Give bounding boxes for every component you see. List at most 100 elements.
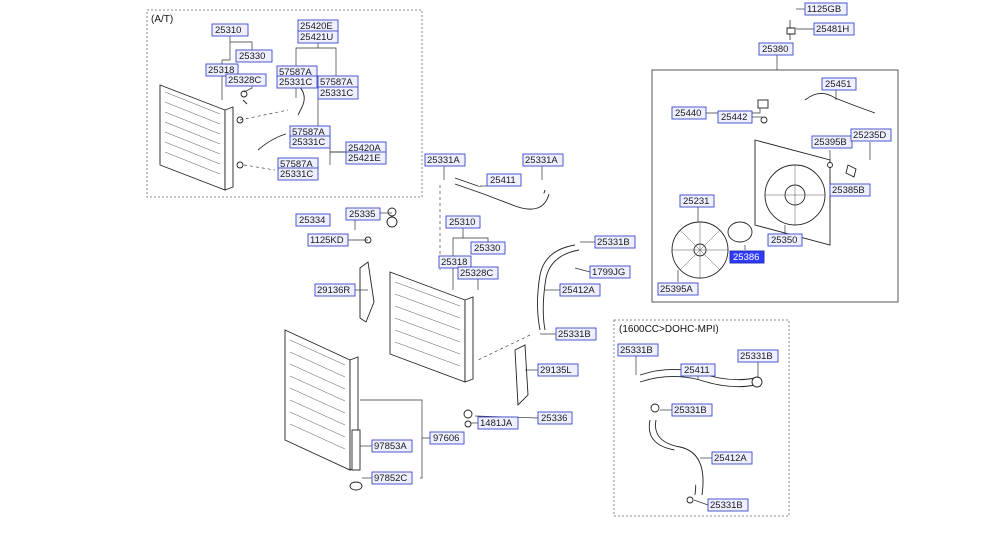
part-label[interactable]: 25350 — [767, 233, 803, 247]
part-label[interactable]: 25331B — [555, 327, 597, 341]
part-label[interactable]: 25411 — [486, 173, 522, 187]
part-label[interactable]: 25331B — [617, 343, 659, 357]
svg-text:25328C: 25328C — [460, 268, 493, 279]
svg-text:25411: 25411 — [684, 365, 710, 376]
svg-text:25331C: 25331C — [320, 88, 353, 99]
svg-text:25412A: 25412A — [714, 453, 747, 464]
part-label[interactable]: 29136R — [314, 283, 356, 297]
part-label[interactable]: 25421E — [345, 151, 387, 165]
svg-text:97606: 97606 — [433, 433, 459, 444]
condenser-drawing — [284, 329, 363, 491]
part-label[interactable]: 97853A — [371, 439, 413, 453]
part-label[interactable]: 25335 — [345, 207, 381, 221]
svg-text:25331B: 25331B — [597, 237, 630, 248]
svg-text:1799JG: 1799JG — [592, 267, 625, 278]
svg-text:57587A: 57587A — [280, 159, 313, 170]
svg-text:25318: 25318 — [441, 257, 467, 268]
part-label[interactable]: 25331C — [276, 75, 318, 89]
svg-text:25395A: 25395A — [660, 284, 693, 295]
part-label[interactable]: 25318 — [438, 255, 472, 269]
part-label[interactable]: 25481H — [813, 22, 855, 36]
svg-text:25231: 25231 — [683, 196, 709, 207]
svg-text:25331C: 25331C — [280, 169, 313, 180]
part-label[interactable]: 25380 — [758, 42, 794, 56]
dohc-frame-title: (1600CC>DOHC-MPI) — [619, 324, 719, 335]
part-label[interactable]: 25395B — [811, 135, 853, 149]
part-label[interactable]: 25442 — [717, 110, 753, 124]
svg-text:25331B: 25331B — [674, 405, 707, 416]
part-label[interactable]: 57587A — [289, 125, 331, 139]
part-label[interactable]: 1481JA — [477, 416, 519, 430]
svg-text:25331C: 25331C — [292, 137, 325, 148]
svg-text:25481H: 25481H — [816, 24, 849, 35]
part-label[interactable]: 25334 — [295, 213, 331, 227]
fan-assembly-frame — [651, 69, 899, 303]
part-label[interactable]: 25440 — [671, 106, 707, 120]
svg-text:25328C: 25328C — [228, 75, 261, 86]
svg-text:25386: 25386 — [733, 252, 759, 263]
part-label[interactable]: 25331A — [522, 153, 564, 167]
part-label[interactable]: 25330 — [470, 241, 506, 255]
svg-text:25335: 25335 — [349, 209, 375, 220]
svg-text:25331A: 25331A — [427, 155, 460, 166]
part-label[interactable]: 25331B — [707, 498, 749, 512]
part-label[interactable]: 25331B — [737, 349, 779, 363]
svg-text:25310: 25310 — [449, 217, 475, 228]
part-label[interactable]: 25331C — [277, 167, 319, 181]
part-label[interactable]: 25420E — [297, 19, 339, 33]
part-label[interactable]: 25336 — [537, 411, 573, 425]
svg-text:25318: 25318 — [208, 65, 234, 76]
part-label[interactable]: 25331B — [594, 235, 636, 249]
part-label[interactable]: 25331B — [671, 403, 713, 417]
svg-text:57587A: 57587A — [320, 77, 353, 88]
part-label[interactable]: 25395A — [657, 282, 699, 296]
part-label[interactable]: 25331A — [424, 153, 466, 167]
part-label[interactable]: 1125KD — [307, 233, 349, 247]
svg-text:29135L: 29135L — [540, 365, 572, 376]
part-label[interactable]: 29135L — [537, 363, 579, 377]
svg-text:1125KD: 1125KD — [310, 235, 344, 246]
part-label[interactable]: 1799JG — [589, 265, 631, 279]
part-label[interactable]: 25412A — [559, 283, 601, 297]
part-label[interactable]: 25328C — [457, 266, 499, 280]
at-radiator-drawing — [159, 84, 305, 191]
part-label[interactable]: 25231 — [679, 194, 715, 208]
part-label-highlighted[interactable]: 25386 — [729, 250, 765, 264]
svg-text:25336: 25336 — [541, 413, 567, 424]
part-label[interactable]: 57587A — [317, 75, 359, 89]
part-label[interactable]: 25330 — [235, 49, 273, 63]
part-label[interactable]: 25328C — [225, 73, 267, 87]
svg-text:25334: 25334 — [299, 215, 325, 226]
dohc-frame — [613, 319, 790, 517]
svg-text:1125GB: 1125GB — [807, 4, 841, 15]
part-label[interactable]: 25310 — [211, 23, 249, 37]
svg-text:25330: 25330 — [474, 243, 500, 254]
svg-text:25331B: 25331B — [558, 329, 591, 340]
part-label[interactable]: 25331C — [317, 86, 359, 100]
svg-text:25331B: 25331B — [620, 345, 653, 356]
part-label[interactable]: 25331C — [289, 135, 331, 149]
svg-text:25440: 25440 — [675, 108, 701, 119]
at-frame-title: (A/T) — [151, 14, 173, 25]
svg-text:25385B: 25385B — [832, 185, 865, 196]
svg-text:97852C: 97852C — [374, 473, 407, 484]
part-label[interactable]: 25385B — [829, 183, 871, 197]
part-label[interactable]: 97852C — [371, 471, 413, 485]
svg-text:25421E: 25421E — [348, 153, 381, 164]
part-label[interactable]: 25318 — [205, 63, 239, 77]
part-label[interactable]: 25310 — [445, 215, 481, 229]
svg-text:97853A: 97853A — [374, 441, 407, 452]
part-label[interactable]: 25412A — [711, 451, 753, 465]
svg-text:25421U: 25421U — [300, 32, 333, 43]
part-label[interactable]: 97606 — [429, 431, 465, 445]
part-label[interactable]: 25235D — [850, 128, 892, 142]
part-label[interactable]: 25451 — [821, 77, 857, 91]
part-label[interactable]: 57587A — [277, 157, 319, 171]
svg-text:25395B: 25395B — [814, 137, 847, 148]
part-label[interactable]: 25421U — [297, 30, 339, 44]
part-label[interactable]: 1125GB — [804, 2, 848, 16]
svg-text:25380: 25380 — [762, 44, 788, 55]
svg-text:25420A: 25420A — [348, 143, 381, 154]
part-label[interactable]: 25411 — [680, 363, 716, 377]
